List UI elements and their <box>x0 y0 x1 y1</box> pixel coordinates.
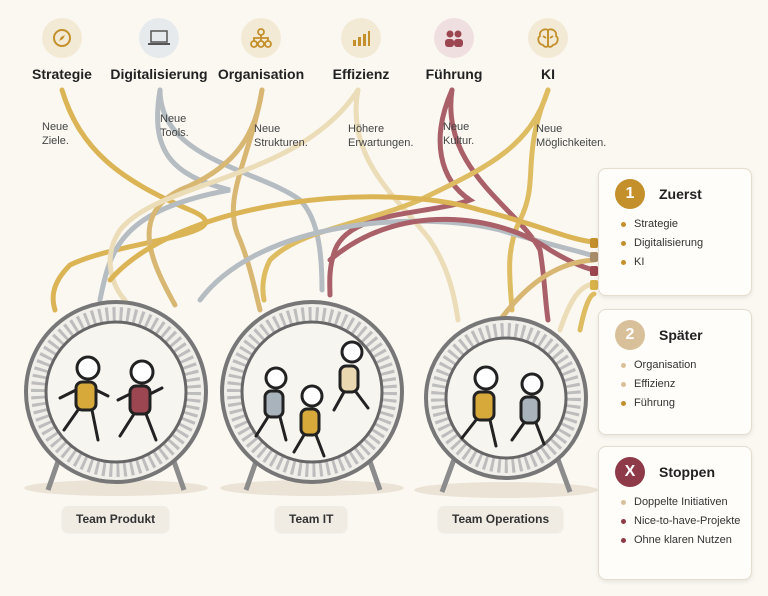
runner-red <box>116 359 164 442</box>
thread-leadership-team-it <box>327 87 476 298</box>
note-strategy: Neue Ziele. <box>42 121 69 147</box>
thread-leadership-team-ops <box>448 87 551 323</box>
list-item: Nice-to-have-Projekte <box>621 512 743 531</box>
topic-label: Strategie <box>32 66 92 82</box>
priority-number: 1 <box>615 179 645 209</box>
topic-label: Effizienz <box>332 66 390 82</box>
runner-yellow-2 <box>292 384 326 458</box>
priority-panel-first: 1 Zuerst Strategie Digitalisierung KI <box>598 168 752 296</box>
priority-number: 2 <box>615 320 645 350</box>
thread-organisation-team-product <box>146 87 265 308</box>
thread-to-panel-4 <box>497 257 597 323</box>
runner-yellow-3 <box>460 365 499 448</box>
priority-panel-later: 2 Später Organisation Effizienz Führung <box>598 309 752 435</box>
thread-to-panel-5 <box>557 281 597 333</box>
thread-efficiency-team-ops <box>353 87 461 323</box>
thread-ai-team-it <box>260 87 551 303</box>
topic-efficiency: Effizienz <box>306 18 416 82</box>
list-item: Effizienz <box>621 375 743 394</box>
note-organisation: Neue Strukturen. <box>254 123 308 149</box>
thread-ai-team-ops <box>507 87 551 313</box>
topic-label: KI <box>541 66 555 82</box>
runner-yellow <box>58 355 110 442</box>
topic-strategy: Strategie <box>7 18 117 82</box>
panel-connectors <box>590 238 598 290</box>
runner-gray <box>254 366 288 442</box>
runner-gray-2 <box>510 372 546 446</box>
panel-title: Stoppen <box>659 464 715 480</box>
bar-chart-icon <box>341 18 381 58</box>
note-efficiency: Höhere Erwartungen. <box>348 123 414 149</box>
note-digital: Neue Tools. <box>160 113 189 139</box>
topic-digital: Digitalisierung <box>104 18 214 82</box>
hamster-wheel-team-product <box>24 300 208 496</box>
team-label-operations: Team Operations <box>438 506 564 532</box>
hamster-wheel-team-operations <box>414 316 598 498</box>
brain-icon <box>528 18 568 58</box>
list-item: Doppelte Initiativen <box>621 493 743 512</box>
runner-cream <box>332 340 370 412</box>
thread-to-panel-6 <box>577 291 597 333</box>
topic-organisation: Organisation <box>206 18 316 82</box>
note-leadership: Neue Kultur. <box>443 121 475 147</box>
panel-title: Zuerst <box>659 186 702 202</box>
team-label-it: Team IT <box>275 506 348 532</box>
list-item: Digitalisierung <box>621 234 743 253</box>
hamster-wheel-team-it <box>220 300 404 496</box>
laptop-icon <box>139 18 179 58</box>
topic-label: Digitalisierung <box>110 66 208 82</box>
list-item: KI <box>621 253 743 272</box>
thread-digital-team-it <box>157 87 325 293</box>
list-item: Organisation <box>621 356 743 375</box>
compass-icon <box>42 18 82 58</box>
list-item: Ohne klaren Nutzen <box>621 531 743 550</box>
list-item: Strategie <box>621 215 743 234</box>
thread-organisation-team-it <box>230 87 265 313</box>
thread-to-panel-1 <box>107 194 597 283</box>
people-icon <box>434 18 474 58</box>
priority-panel-stop: X Stoppen Doppelte Initiativen Nice-to-h… <box>598 446 752 580</box>
panel-title: Später <box>659 327 703 343</box>
topic-label: Führung <box>425 66 483 82</box>
topic-leadership: Führung <box>399 18 509 82</box>
thread-strategy-team-product <box>50 87 208 313</box>
topic-ai: KI <box>493 18 603 82</box>
thread-to-panel-2 <box>197 218 597 303</box>
org-chart-icon <box>241 18 281 58</box>
topic-label: Organisation <box>217 66 305 82</box>
stop-icon: X <box>615 457 645 487</box>
note-ai: Neue Möglichkeiten. <box>536 123 607 149</box>
list-item: Führung <box>621 394 743 413</box>
team-label-product: Team Produkt <box>62 506 170 532</box>
